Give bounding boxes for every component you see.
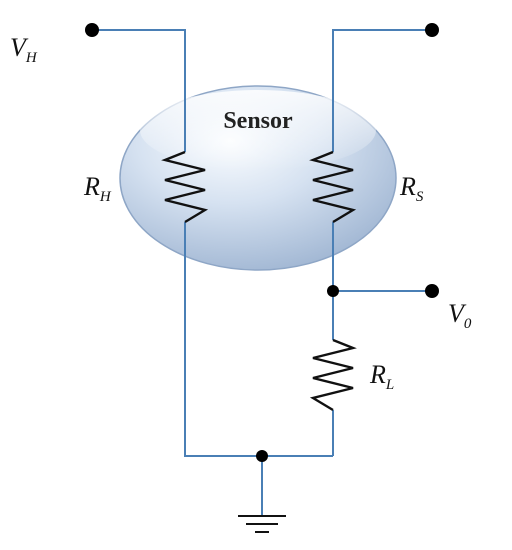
- wire-top-right: [332, 29, 432, 152]
- wire-rh-down: [184, 222, 333, 457]
- sensor-label: Sensor: [223, 108, 293, 134]
- label-rh: RH: [83, 172, 112, 205]
- junction-v0: [327, 285, 339, 297]
- sensor-highlight: [140, 90, 376, 170]
- label-vh: VH: [10, 33, 38, 66]
- label-rl: RL: [369, 360, 394, 393]
- terminal-v0: [425, 284, 439, 298]
- resistor-rl: [309, 338, 357, 412]
- resistor-rs: [309, 150, 357, 224]
- resistor-rh: [161, 150, 209, 224]
- junction-ground: [256, 450, 268, 462]
- label-rs: RS: [399, 172, 424, 205]
- terminal-top-right: [425, 23, 439, 37]
- label-v0: V0: [448, 299, 472, 332]
- terminal-vh: [85, 23, 99, 37]
- ground-symbol: [238, 515, 286, 533]
- wire-vh: [92, 29, 186, 152]
